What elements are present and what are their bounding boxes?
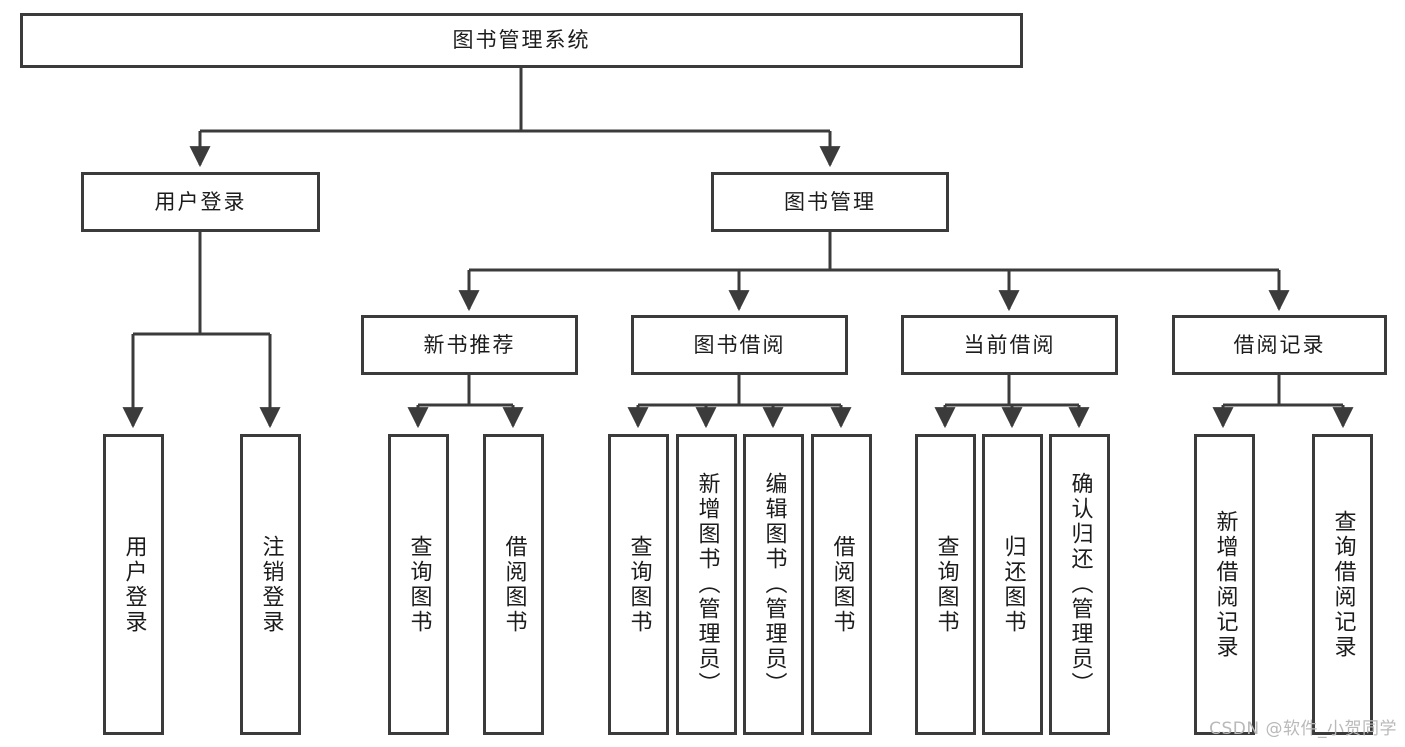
watermark-text: CSDN @软件_小贺同学	[1209, 719, 1397, 739]
leaf-current-return-book[interactable]: 归还图书	[982, 434, 1043, 735]
node-borrow-record[interactable]: 借阅记录	[1172, 315, 1387, 375]
node-label: 新增图书（管理员）	[694, 472, 720, 697]
leaf-record-add-borrow-record[interactable]: 新增借阅记录	[1194, 434, 1255, 735]
node-user-login[interactable]: 用户登录	[81, 172, 320, 232]
leaf-borrow-add-book-admin[interactable]: 新增图书（管理员）	[676, 434, 737, 735]
leaf-user-login[interactable]: 用户登录	[103, 434, 164, 735]
node-label: 查询图书	[933, 534, 959, 635]
node-new-book-recommend[interactable]: 新书推荐	[361, 315, 578, 375]
node-label: 图书管理	[784, 189, 876, 214]
node-label: 借阅记录	[1233, 332, 1326, 357]
node-label: 新书推荐	[423, 332, 516, 357]
node-label: 借阅图书	[829, 534, 855, 635]
node-label: 新增借阅记录	[1212, 509, 1238, 660]
node-label: 归还图书	[1000, 534, 1026, 635]
node-label: 编辑图书（管理员）	[761, 472, 787, 697]
leaf-borrow-lend-book[interactable]: 借阅图书	[811, 434, 872, 735]
node-label: 用户登录	[154, 189, 247, 214]
leaf-user-logout[interactable]: 注销登录	[240, 434, 301, 735]
node-label: 借阅图书	[501, 534, 527, 635]
leaf-current-confirm-return-admin[interactable]: 确认归还（管理员）	[1049, 434, 1110, 735]
node-label: 查询图书	[406, 534, 432, 635]
node-current-borrow[interactable]: 当前借阅	[901, 315, 1118, 375]
node-label: 用户登录	[121, 534, 147, 635]
leaf-newbook-query-book[interactable]: 查询图书	[388, 434, 449, 735]
node-label: 图书管理系统	[452, 28, 591, 53]
leaf-newbook-borrow-book[interactable]: 借阅图书	[483, 434, 544, 735]
node-label: 当前借阅	[963, 332, 1056, 357]
leaf-borrow-query-book[interactable]: 查询图书	[608, 434, 669, 735]
node-label: 查询图书	[626, 534, 652, 635]
node-label: 注销登录	[258, 534, 284, 635]
node-book-borrow[interactable]: 图书借阅	[631, 315, 848, 375]
node-book-management[interactable]: 图书管理	[711, 172, 949, 232]
leaf-current-query-book[interactable]: 查询图书	[915, 434, 976, 735]
node-label: 图书借阅	[693, 332, 786, 357]
leaf-borrow-edit-book-admin[interactable]: 编辑图书（管理员）	[743, 434, 804, 735]
node-label: 确认归还（管理员）	[1067, 472, 1093, 697]
node-label: 查询借阅记录	[1330, 509, 1356, 660]
node-root-system[interactable]: 图书管理系统	[20, 13, 1023, 68]
leaf-record-query-borrow-record[interactable]: 查询借阅记录	[1312, 434, 1373, 735]
